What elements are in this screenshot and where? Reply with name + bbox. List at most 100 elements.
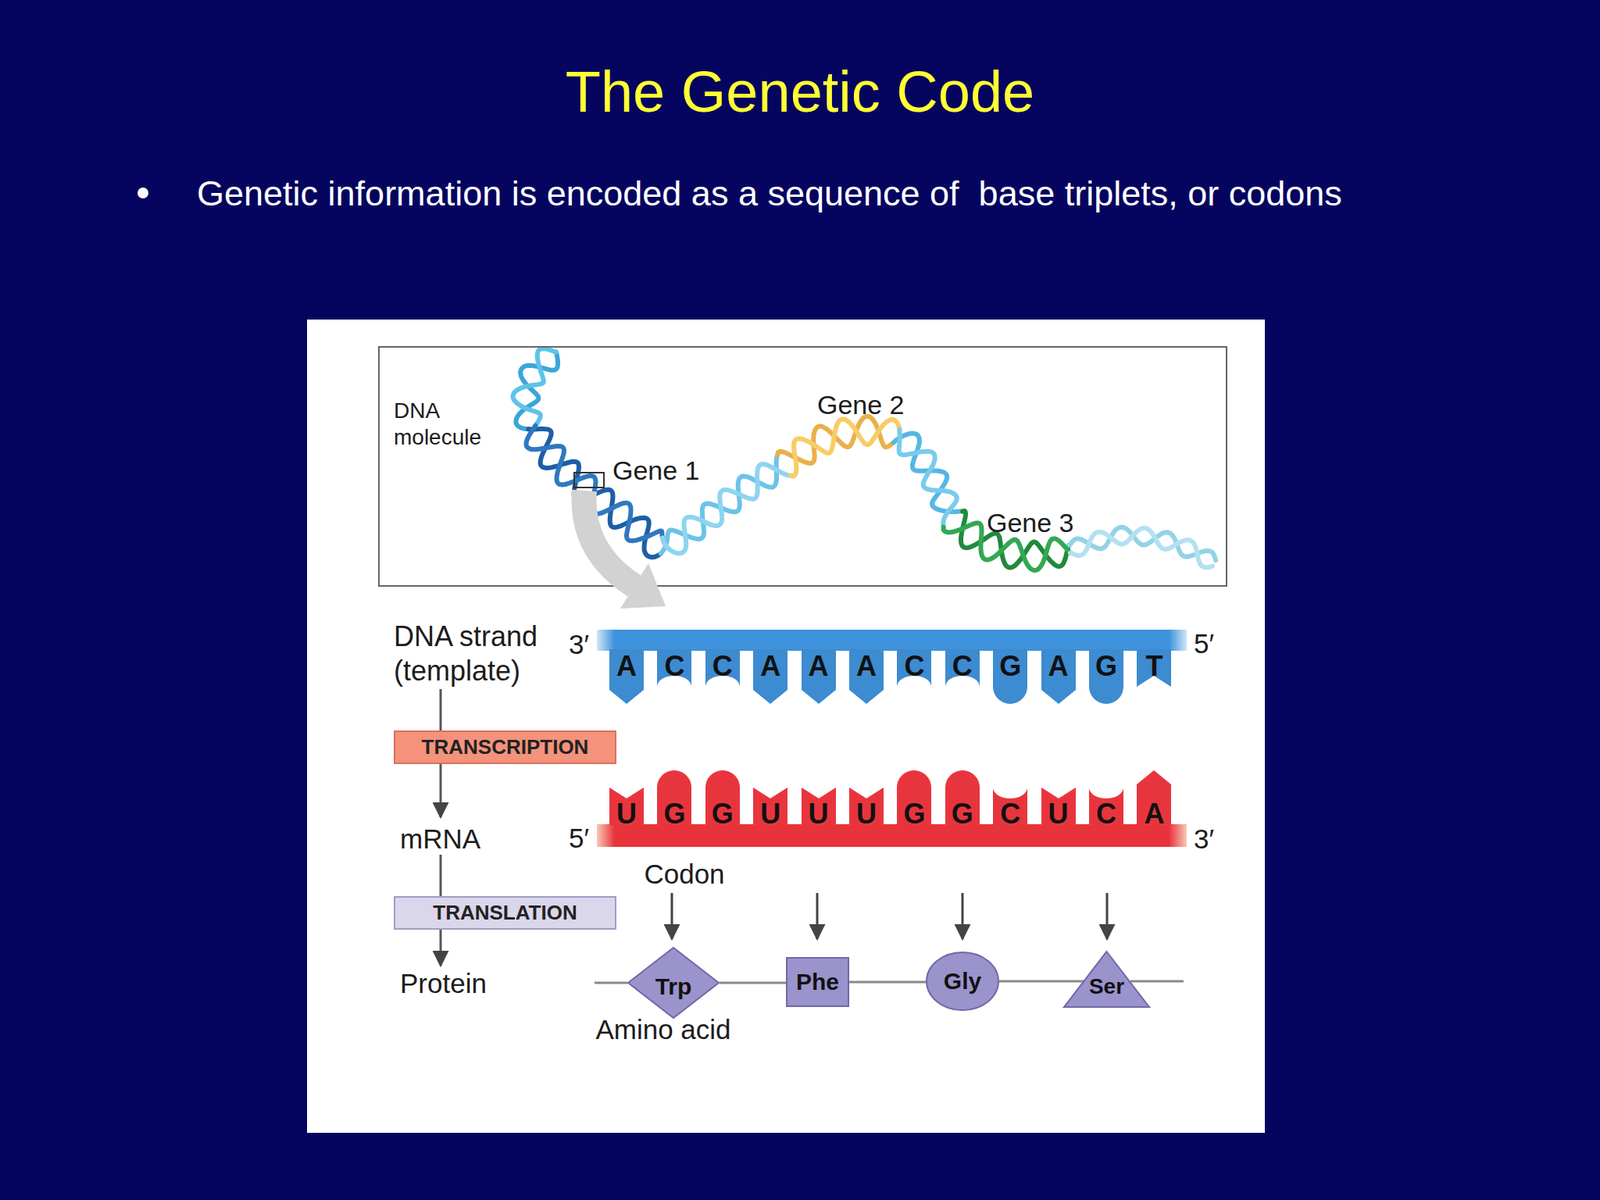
gene-label: Gene 1 [612,454,700,487]
mrna-base: U [753,770,788,825]
amino-acid-diamond: Trp [627,946,720,1019]
helix-strand [790,418,900,476]
amino-acid-triangle: Ser [1063,950,1150,1008]
dna-backbone [596,629,1187,651]
dna-base: C [945,649,980,704]
row-label: DNA strand (template) [393,619,562,689]
mrna-base: G [945,770,980,825]
amino-acid-circle: Gly [925,951,1000,1011]
dna-base: C [896,649,932,704]
mrna-base-text: U [849,796,884,831]
codon-arrow [816,892,819,940]
protein-chain-stub [1130,980,1184,983]
illustration-label: DNA molecule [393,397,496,450]
amino-acid-triangle-text: Ser [1063,973,1150,1000]
dna-base-outline [896,649,932,687]
amino-acid-square: Phe [785,957,850,1008]
strand-end-label: 3′ [568,628,590,661]
row-label: Protein [400,967,487,1000]
mrna-base: C [1089,770,1124,825]
helix-strand [513,348,557,426]
dna-base: T [1136,649,1172,704]
dna-base-outline [801,649,836,704]
mrna-base-text: U [801,796,836,831]
dna-base-outline [1041,649,1076,704]
peptide-bond-line [719,982,786,985]
peptide-bond-line [849,981,926,984]
codon-arrow [1106,892,1109,940]
dna-base-text: C [945,649,980,683]
dna-base-outline [657,649,692,687]
dna-base: A [609,649,644,704]
dna-base: A [801,649,836,704]
mrna-base: G [896,770,932,825]
dna-base-text: T [1136,649,1172,683]
process-box-outline [394,896,616,929]
dna-base: A [753,649,788,704]
dna-base-outline [705,649,740,687]
mrna-base: U [1041,770,1076,825]
zoom-box [574,472,604,488]
dna-base-outline [849,649,884,704]
mrna-base-text: G [705,796,740,831]
slide-title: The Genetic Code [0,57,1600,128]
strand-end-label: 5′ [1193,627,1215,661]
dna-base-text: G [992,649,1028,683]
mrna-base-text: U [609,796,644,831]
mrna-base: G [705,770,740,825]
dna-molecule-frame [378,346,1227,586]
dna-base-text: A [801,649,836,683]
dna-base: G [992,649,1028,704]
bullet-dot [137,187,149,199]
codon-arrow [961,892,965,940]
mrna-base-text: G [945,796,980,831]
gene-label: Gene 2 [817,389,905,422]
mrna-base: U [801,770,836,825]
flow-line [439,854,443,897]
dna-base-text: A [753,649,788,683]
dna-base: G [1089,649,1124,704]
dna-base-text: A [609,649,644,683]
amino-acid-square-text: Phe [785,967,850,997]
flow-arrow [439,764,443,818]
dna-base-outline [1089,649,1124,704]
process-box-text: TRANSLATION [393,900,617,925]
dna-base-outline [753,649,788,704]
dna-base-text: C [896,649,932,683]
part-label: Codon [643,857,725,891]
dna-base-outline [1136,649,1172,687]
mrna-base: C [992,770,1028,825]
mrna-base: A [1136,770,1172,825]
amino-acid-square-outline [786,957,849,1007]
dna-base-text: A [849,649,884,683]
mrna-base-text: G [896,796,932,831]
dna-base-text: C [705,649,740,683]
process-box: TRANSCRIPTION [393,730,617,765]
mrna-base: G [657,770,692,825]
protein-chain-stub [594,982,628,985]
mrna-base: U [849,770,884,825]
amino-acid-diamond-text: Trp [627,972,720,1001]
amino-acid-circle-text: Gly [925,967,1000,996]
dna-base: A [849,649,884,704]
amino-acid-circle-outline [926,952,999,1011]
peptide-bond-line [999,980,1084,983]
mrna-base: U [609,770,644,825]
codon-arrow [671,892,674,940]
dna-base: A [1041,649,1076,704]
process-box: TRANSLATION [393,896,617,930]
flow-arrow [439,929,443,966]
dna-base: C [705,649,740,704]
strand-end-label: 5′ [568,821,590,855]
bullet-text: Genetic information is encoded as a sequ… [196,172,1343,215]
flow-line [439,689,443,731]
dna-base-outline [945,649,980,687]
helix-strand [1070,528,1213,568]
strand-end-label: 3′ [1193,822,1215,856]
mrna-base-text: C [992,796,1028,831]
process-box-text: TRANSCRIPTION [393,735,617,760]
part-label: Amino acid [595,1013,731,1047]
dna-base-text: A [1041,649,1076,683]
dna-base-outline [609,649,644,704]
